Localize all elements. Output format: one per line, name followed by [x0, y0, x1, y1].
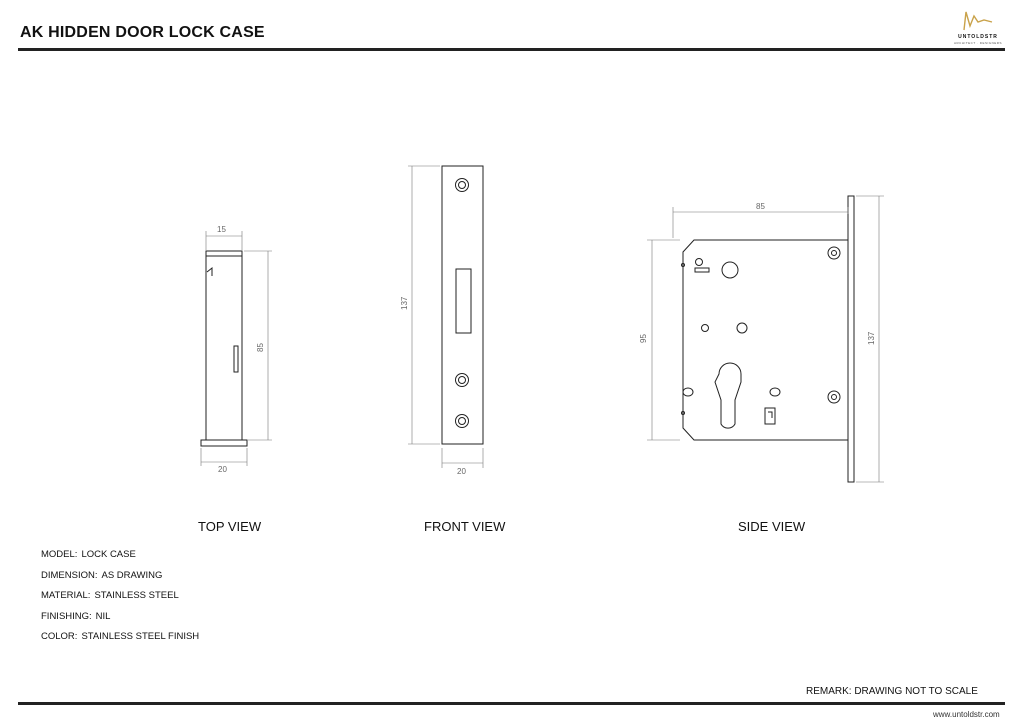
- side-view-drawing: [681, 195, 855, 483]
- spec-value: AS DRAWING: [101, 569, 163, 581]
- spec-row-dimension: DIMENSION: AS DRAWING: [41, 570, 199, 591]
- spec-row-finishing: FINISHING: NIL: [41, 611, 199, 632]
- page-title: AK HIDDEN DOOR LOCK CASE: [20, 24, 265, 41]
- top-view-height-dimension: 85: [256, 343, 265, 352]
- front-view-height-dimension: 137: [400, 296, 409, 310]
- spec-list: MODEL: LOCK CASE DIMENSION: AS DRAWING M…: [41, 549, 199, 652]
- logo-wordmark: UNTOLDSTR: [958, 34, 998, 40]
- logo-tagline: ARCHITECT · DESIGNERS: [954, 41, 1002, 45]
- spec-label: FINISHING:: [41, 610, 92, 622]
- header-rule: [18, 48, 1005, 51]
- spec-row-color: COLOR: STAINLESS STEEL FINISH: [41, 631, 199, 652]
- footer-website-link[interactable]: www.untoldstr.com: [933, 710, 1000, 719]
- spec-row-model: MODEL: LOCK CASE: [41, 549, 199, 570]
- front-view-label: FRONT VIEW: [424, 519, 506, 534]
- spec-label: MATERIAL:: [41, 590, 91, 601]
- spec-row-material: MATERIAL: STAINLESS STEEL: [41, 590, 199, 611]
- spec-value: LOCK CASE: [81, 549, 136, 560]
- spec-value: STAINLESS STEEL FINISH: [81, 631, 200, 642]
- spec-label: COLOR:: [41, 631, 78, 642]
- side-view-plate-height-dimension: 137: [867, 331, 876, 345]
- logo-mark-icon: [963, 11, 993, 31]
- spec-value: NIL: [95, 610, 111, 622]
- side-view-width-dimension: 85: [756, 202, 765, 211]
- remark-note: REMARK: DRAWING NOT TO SCALE: [806, 686, 978, 697]
- brand-logo: UNTOLDSTR ARCHITECT · DESIGNERS: [948, 6, 1008, 46]
- front-view-drawing: [441, 165, 484, 445]
- top-view-drawing: [200, 250, 248, 447]
- front-view-width-dimension: 20: [457, 467, 466, 476]
- spec-label: MODEL:: [41, 549, 78, 560]
- top-view-width-dimension: 15: [217, 225, 226, 234]
- top-view-dimensions: [200, 231, 272, 466]
- spec-value: STAINLESS STEEL: [94, 590, 179, 601]
- spec-label: DIMENSION:: [41, 569, 98, 581]
- side-view-case-height-dimension: 95: [639, 334, 648, 343]
- front-view-dimensions: [408, 165, 484, 468]
- side-view-dimensions: [647, 195, 884, 483]
- footer-rule: [18, 702, 1005, 705]
- top-view-base-dimension: 20: [218, 465, 227, 474]
- side-view-label: SIDE VIEW: [738, 519, 806, 534]
- top-view-label: TOP VIEW: [198, 519, 262, 534]
